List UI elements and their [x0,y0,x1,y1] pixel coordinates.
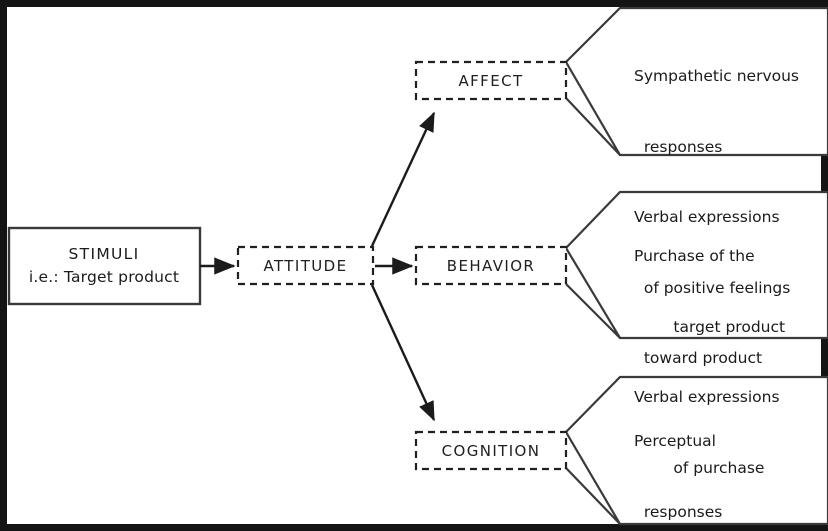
banner-line: Verbal expressions [634,388,780,406]
banner-line: responses [634,502,723,521]
affect-label: AFFECT [458,72,524,90]
banner-line: Perceptual [634,432,716,450]
behavior-label: BEHAVIOR [446,257,536,275]
affect-banner-text: Sympathetic nervous responses Verbal exp… [634,18,799,418]
cognition-label: COGNITION [441,442,541,460]
attitude-to-affect-arrow [370,111,436,247]
banner-line: target product [634,317,786,336]
banner-line: Purchase of the [634,247,755,265]
attitude-box [236,245,375,286]
stimuli-label-line1: STIMULI [68,245,140,263]
cognition-banner-lower-fold [565,467,621,525]
banner-line: intention [634,527,785,531]
behavior-banner-lower-fold [565,283,621,339]
behavior-banner-text: Purchase of the target product Verbal ex… [634,198,785,531]
banner-line: toward product [634,349,763,367]
affect-banner-lower-fold [565,97,621,156]
affect-box [414,60,568,101]
banner-line: responses [634,137,723,156]
banner-line: of positive feelings [634,278,791,297]
behavior-banner-shape [564,190,828,340]
cognition-box [414,430,568,471]
behavior-box [414,245,568,286]
banner-line: Verbal expressions [634,208,780,226]
cognition-banner-text: Perceptual responses Verbal expressions … [634,383,786,531]
stimuli-label: STIMULI i.e.: Target product [10,232,198,300]
attitude-to-cognition-arrow [370,284,436,422]
affect-banner-shape [564,6,828,157]
attitude-label: ATTITUDE [263,257,348,275]
banner-line: Sympathetic nervous [634,67,800,85]
cognition-banner-shape [564,375,828,526]
banner-line: of purchase [634,458,765,477]
stimuli-label-line2: i.e.: Target product [28,268,180,286]
